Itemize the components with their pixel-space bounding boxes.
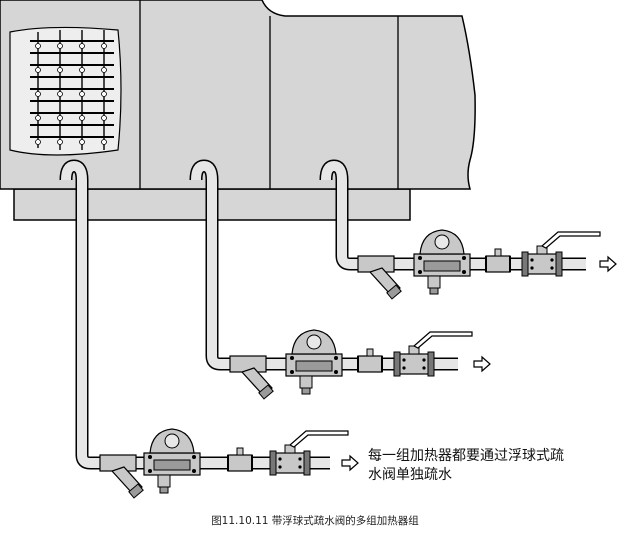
ball-valve-1: [269, 430, 349, 476]
trap-note-line-1: 每一组加热器都要通过浮球式疏: [368, 448, 564, 464]
heating-coil: [9, 26, 122, 156]
figure-caption: 图11.10.11 带浮球式疏水阀的多组加热器组: [211, 515, 419, 527]
float-trap-3: [413, 229, 471, 295]
drain-line-2: [189, 159, 491, 400]
flow-arrow-2: [473, 356, 491, 372]
ball-valve-2: [393, 331, 473, 377]
trap-note-line-2: 水阀单独疏水: [368, 467, 452, 483]
flow-arrow-3: [599, 256, 617, 272]
float-trap-2: [285, 329, 343, 395]
float-trap-1: [143, 428, 201, 494]
flow-arrow-1: [341, 455, 359, 471]
trap-note: 每一组加热器都要通过浮球式疏 水阀单独疏水: [368, 447, 630, 485]
ball-valve-3: [521, 231, 601, 277]
drain-line-1: [59, 159, 359, 499]
drain-line-3: [319, 159, 617, 300]
check-valve-1: [227, 447, 253, 472]
check-valve-3: [485, 248, 511, 273]
check-valve-2: [357, 348, 383, 373]
